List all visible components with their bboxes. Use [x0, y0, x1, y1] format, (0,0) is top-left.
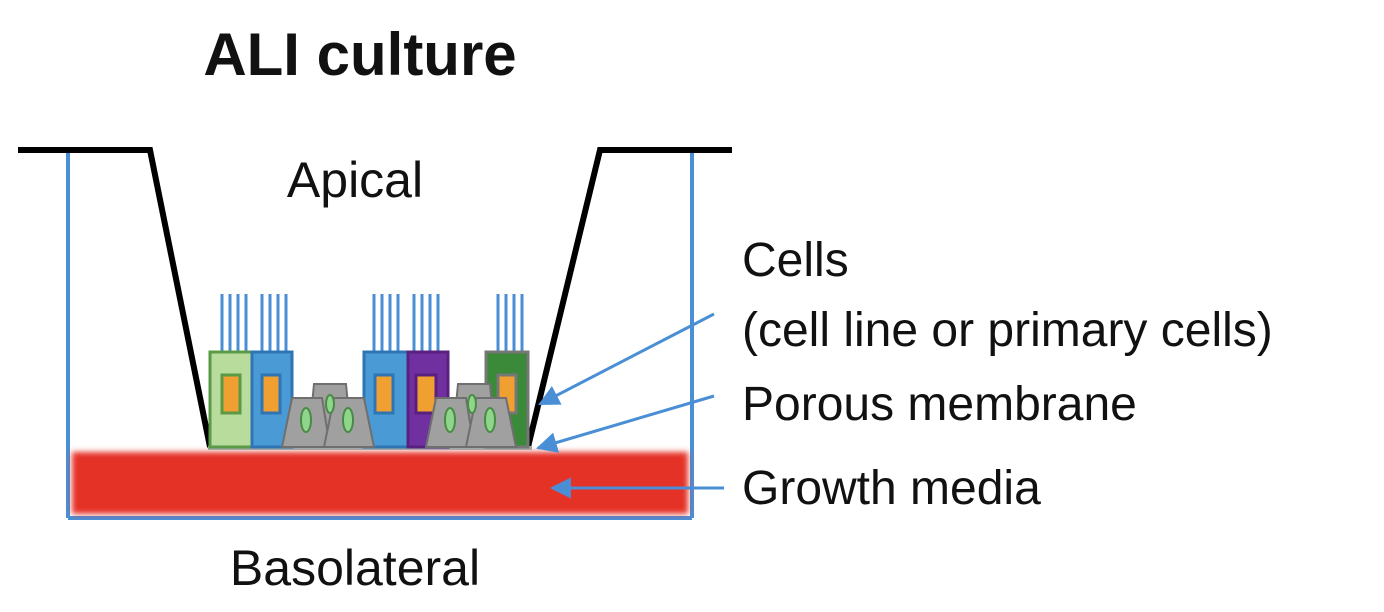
apical-label: Apical	[287, 152, 423, 208]
cell-layer	[208, 294, 530, 449]
media-label: Growth media	[742, 462, 1041, 515]
membrane-label: Porous membrane	[742, 378, 1137, 431]
basal-cells-right	[424, 383, 518, 448]
cells-label: Cells	[742, 234, 849, 287]
insert-wall-left	[18, 147, 213, 448]
cell-blue	[362, 294, 410, 449]
diagram-title: ALI culture	[203, 21, 516, 88]
outer-well	[66, 150, 694, 520]
cell-blue	[250, 294, 294, 449]
membrane-arrow	[535, 394, 715, 453]
cells-sublabel: (cell line or primary cells)	[742, 304, 1273, 357]
growth-media	[72, 452, 688, 514]
cell-light-green	[208, 294, 254, 449]
basolateral-label: Basolateral	[230, 540, 480, 596]
basal-cells-left	[280, 383, 376, 448]
cells-arrow	[538, 312, 715, 406]
insert-wall-right	[525, 147, 732, 448]
